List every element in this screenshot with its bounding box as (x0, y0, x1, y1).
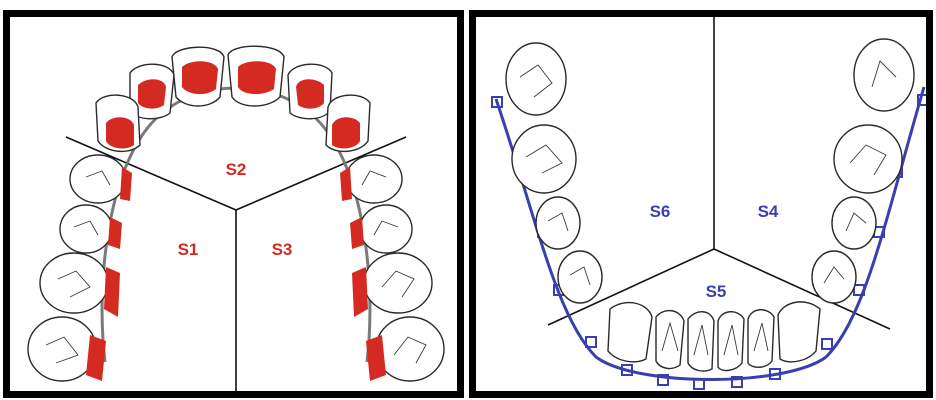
segment-label-s3: S3 (272, 240, 293, 259)
segment-label-s2: S2 (226, 160, 247, 179)
segment-label-s6: S6 (650, 202, 671, 221)
lower-posterior-teeth-right (812, 39, 914, 303)
segment-label-s5: S5 (706, 282, 727, 301)
upper-posterior-teeth-left (28, 155, 126, 381)
upper-anterior-teeth (96, 46, 370, 151)
lower-arch-panel: S6 S4 S5 (469, 10, 933, 398)
segment-label-s1: S1 (178, 240, 199, 259)
upper-arch-diagram: S2 S1 S3 (10, 17, 457, 391)
upper-arch-panel: S2 S1 S3 (3, 10, 464, 398)
lower-anterior-teeth (608, 302, 820, 371)
segment-label-s4: S4 (758, 202, 779, 221)
lower-posterior-teeth-left (506, 43, 602, 303)
lower-arch-diagram: S6 S4 S5 (476, 17, 926, 391)
upper-posterior-teeth-right (346, 155, 444, 381)
